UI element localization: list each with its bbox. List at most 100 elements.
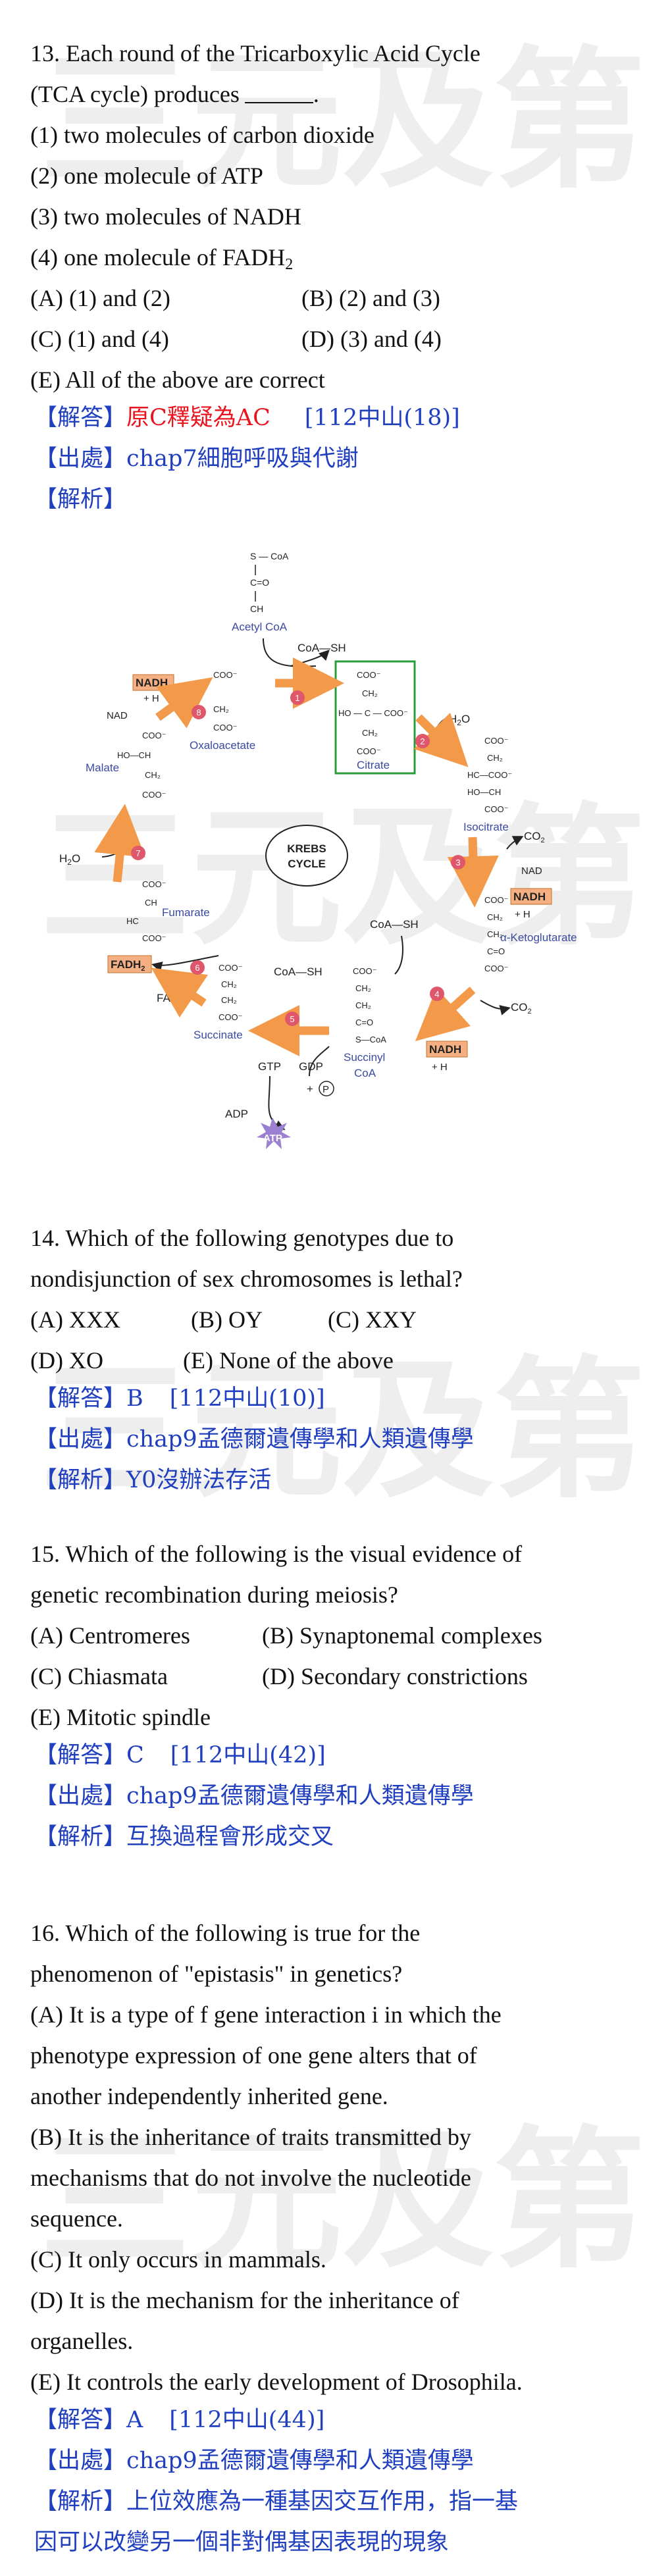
- q15-stem-line-1: 15. Which of the following is the visual…: [30, 1541, 523, 1567]
- q14-answer-value: B: [126, 1385, 143, 1412]
- svg-text:CH₂: CH₂: [221, 979, 237, 989]
- q13-answer-value: 原C釋疑為AC: [126, 405, 271, 431]
- answer-label: 【解答】: [34, 405, 127, 431]
- h2o-left-label: H2O: [59, 852, 80, 867]
- watermark-char: 第: [494, 34, 645, 209]
- q14-analysis-line: 【解析】Y0沒辦法存活: [34, 1460, 271, 1501]
- q14-analysis-value: Y0沒辦法存活: [126, 1467, 272, 1493]
- svg-text:CH₂: CH₂: [362, 728, 378, 738]
- alpha-ketoglutarate-label: α-Ketoglutarate: [500, 931, 577, 944]
- co2-right-label: CO2: [524, 830, 545, 844]
- q13-option-e: (E) All of the above are correct: [30, 367, 325, 393]
- q16-source-line: 【出處】chap9孟德爾遺傳學和人類遺傳學: [34, 2440, 474, 2481]
- nadh-box-right: [510, 888, 552, 905]
- step-number: 3: [455, 858, 460, 867]
- krebs-cycle-label-2: CYCLE: [288, 858, 326, 870]
- atp-label: ATP: [263, 1133, 282, 1144]
- q16-option-d-line-2: organelles.: [30, 2328, 134, 2354]
- svg-text:COO⁻: COO⁻: [484, 804, 508, 814]
- q14-source-line: 【出處】chap9孟德爾遺傳學和人類遺傳學: [34, 1419, 474, 1460]
- oxaloacetate-label: Oxaloacetate: [190, 739, 255, 752]
- q13-answer-source: [112中山(18)]: [304, 405, 460, 431]
- q14-source-value: chap9孟德爾遺傳學和人類遺傳學: [126, 1426, 474, 1453]
- source-label: 【出處】: [34, 446, 127, 472]
- step-marker: [131, 846, 145, 860]
- succinate-label: Succinate: [194, 1029, 243, 1041]
- q13-option-b: (B) (2) and (3): [301, 285, 440, 311]
- q16-option-a-line-1: (A) It is a type of f gene interaction i…: [30, 2001, 502, 2028]
- svg-text:CH₂: CH₂: [487, 753, 503, 763]
- analysis-label: 【解析】: [34, 2488, 127, 2515]
- q16-option-a-line-2: phenotype expression of one gene alters …: [30, 2042, 477, 2069]
- atp-starburst: [257, 1118, 291, 1149]
- step-number: 5: [290, 1014, 294, 1024]
- q14-option-d: (D) XO: [30, 1347, 103, 1374]
- succinyl-coa-label-1: Succinyl: [344, 1051, 385, 1064]
- alpha-ketoglutarate-structure: COO⁻ CH₂ CH₂ C=O COO⁻ α-Ketoglutarate: [484, 895, 577, 973]
- q14-option-e: (E) None of the above: [183, 1347, 394, 1374]
- q13-answer-blank: [244, 82, 313, 103]
- q15-answer-value: C: [126, 1742, 144, 1768]
- q15-analysis-line: 【解析】互換過程會形成交叉: [34, 1816, 334, 1857]
- q13-stem-period: .: [313, 81, 319, 107]
- pi-circle: [319, 1081, 334, 1096]
- gtp-label: GTP: [258, 1060, 281, 1073]
- q14-options-de: (D) XO (E) None of the above: [30, 1340, 394, 1381]
- source-label: 【出處】: [34, 1783, 127, 1809]
- q16-analysis-value-1: 上位效應為一種基因交互作用，指一基: [126, 2488, 519, 2515]
- acetyl-s-coa: S — CoA: [250, 551, 289, 561]
- svg-text:COO⁻: COO⁻: [142, 731, 166, 740]
- q13-item-4-subscript: 2: [285, 256, 294, 273]
- fadh2-box: [107, 955, 152, 973]
- svg-text:CH₂: CH₂: [355, 983, 371, 993]
- source-label: 【出處】: [34, 1426, 127, 1453]
- q14-option-a: (A) XXX: [30, 1306, 120, 1333]
- adp-label: ADP: [225, 1108, 248, 1120]
- svg-text:S—CoA: S—CoA: [355, 1035, 386, 1044]
- q14-options-abc: (A) XXX(B) OY(C) XXY: [30, 1299, 417, 1340]
- q13-option-c: (C) (1) and (4): [30, 326, 169, 352]
- q16-stem-line-1: 16. Which of the following is true for t…: [30, 1920, 421, 1946]
- svg-text:HO — C — COO⁻: HO — C — COO⁻: [338, 708, 408, 718]
- svg-text:HO—CH: HO—CH: [467, 787, 501, 797]
- q13-source-line: 【出處】chap7細胞呼吸與代謝: [34, 438, 359, 479]
- q16-option-e: (E) It controls the early development of…: [30, 2369, 523, 2395]
- h-plus-top-label: + H: [143, 693, 159, 704]
- q14-stem-line-2: nondisjunction of sex chromosomes is let…: [30, 1266, 463, 1292]
- fumarate-label: Fumarate: [162, 906, 210, 919]
- malate-structure: COO⁻ HO—CH CH₂ COO⁻ Malate: [86, 731, 166, 800]
- nadh-top-label: NADH: [136, 677, 168, 689]
- svg-text:COO⁻: COO⁻: [142, 790, 166, 800]
- q13-item-4-text: (4) one molecule of FADH: [30, 244, 286, 270]
- svg-text:CH₂: CH₂: [487, 912, 503, 922]
- nad-plus-right-label: NAD: [521, 865, 542, 877]
- step-number: 1: [295, 693, 299, 703]
- analysis-label: 【解析】: [34, 1467, 127, 1493]
- svg-text:CH₂: CH₂: [145, 770, 161, 780]
- q16-analysis-line-1: 【解析】上位效應為一種基因交互作用，指一基: [34, 2481, 518, 2522]
- krebs-cycle-label-1: KREBS: [287, 842, 326, 855]
- svg-text:COO⁻: COO⁻: [357, 670, 380, 680]
- q13-stem-line-1: 13. Each round of the Tricarboxylic Acid…: [30, 40, 480, 66]
- succinyl-coa-structure: COO⁻ CH₂ CH₂ C=O S—CoA Succinyl CoA: [344, 966, 386, 1079]
- isocitrate-structure: COO⁻ CH₂ HC—COO⁻ HO—CH COO⁻ Isocitrate: [463, 736, 512, 833]
- svg-text:CH₂: CH₂: [221, 995, 237, 1005]
- svg-text:COO⁻: COO⁻: [484, 895, 508, 905]
- step-number: 2: [420, 736, 425, 746]
- succinyl-coa-label-2: CoA: [354, 1067, 376, 1079]
- q13-options-ab: (A) (1) and (2)(B) (2) and (3): [30, 278, 440, 319]
- q15-analysis-value: 互換過程會形成交叉: [126, 1824, 334, 1850]
- q16-option-a-line-3: another independently inherited gene.: [30, 2083, 388, 2109]
- step-marker: [415, 734, 430, 748]
- pi-text: P: [322, 1084, 329, 1095]
- svg-text:COO⁻: COO⁻: [219, 1012, 242, 1022]
- fad-label: FAD: [157, 992, 178, 1004]
- svg-text:COO⁻: COO⁻: [353, 966, 376, 976]
- step-marker: [290, 690, 305, 705]
- q16-answer-line: 【解答】A[112中山(44)]: [34, 2400, 324, 2440]
- q13-analysis-line: 【解析】: [34, 479, 126, 520]
- svg-text:HC: HC: [126, 916, 139, 926]
- q16-stem-line-2: phenomenon of "epistasis" in genetics?: [30, 1961, 403, 1987]
- h-plus-bottom-label: + H: [432, 1062, 448, 1073]
- fadh2-label: FADH2: [111, 958, 145, 973]
